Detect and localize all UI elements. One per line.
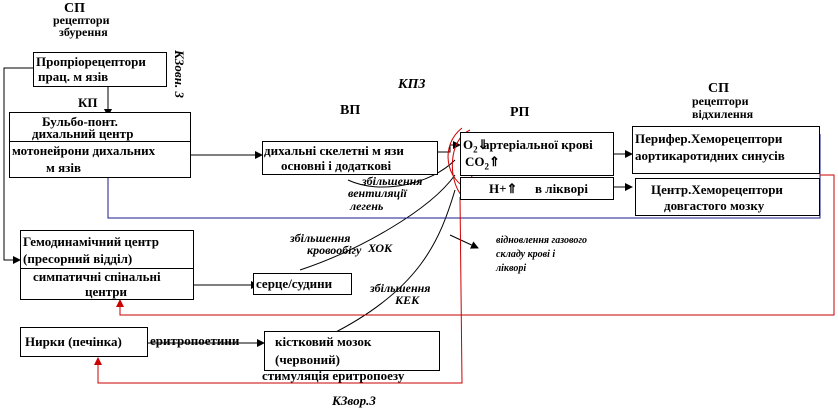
heart-vessels-box: серце/судини (253, 273, 352, 295)
respiratory-muscles-box: дихальні скелетні м язи основні і додатк… (262, 141, 438, 175)
restore-liquor-label: лікворі (496, 263, 527, 274)
peripheral-chemoreceptors-box: Перифер.Хеморецептори аортикаротидних си… (632, 126, 820, 174)
heart-vessels-label: серце/судини (256, 276, 333, 291)
red-label: (червоний) (275, 352, 340, 367)
sp-stretch-disturbance-label: збурення (59, 25, 108, 39)
restore-label: відновлення газового (496, 235, 588, 246)
central-chemoreceptors-box: Центр.Хеморецептори довгастого мозку (635, 178, 820, 216)
kek-label: КЕК (395, 293, 420, 307)
in-liquor-label: в лікворі (535, 181, 588, 196)
bone-marrow-label: кістковий мозок (275, 334, 372, 349)
sp-deviation-deviation-label: відхилення (692, 107, 754, 121)
erythropoiesis-stimulation-label: стимуляція еритропоезу (262, 368, 405, 383)
arrow-up-icon: ⇑ (506, 181, 518, 196)
pressor-label: (пресорний відділ) (23, 251, 133, 266)
arterial-blood-box: O2⇓ артеріальної крові CO2⇑ (460, 132, 614, 176)
respiratory-center-label: дихальний центр (32, 126, 134, 141)
kidneys-label: Нирки (печінка) (25, 334, 122, 349)
bulbo-pontine-center-box: Бульбо-понт. дихальний центр мотонейрони… (9, 112, 191, 178)
hok-label: ХОК (368, 241, 393, 255)
proprioceptors-box: Пропріорецептори прац. м язів (33, 52, 167, 87)
sp-deviation-receptors-label: рецептори (692, 94, 749, 108)
arrow-up-icon: ⇑ (489, 154, 500, 169)
peripheral-chemoreceptors-label: Перифер.Хеморецептори (635, 131, 783, 146)
main-additional-label: основні і додаткові (281, 158, 392, 173)
kpz-label: КПЗ (398, 77, 426, 92)
circulation-label: кровообігу (307, 243, 362, 257)
bone-marrow-box: кістковий мозок (червоний) (264, 331, 440, 371)
kzvor3-label: КЗвор.3 (332, 393, 376, 408)
aortic-carotid-label: аортикаротидних синусів (635, 148, 785, 163)
kp-label: КП (78, 95, 98, 110)
hemodynamic-center-box: Гемодинамічний центр (пресорний відділ) … (20, 230, 194, 300)
rp-label: РП (510, 105, 530, 120)
muscles-label: м язів (46, 160, 81, 175)
increase-ventilation-label: збільшення (362, 174, 423, 188)
ventilation-label: вентиляції (348, 186, 407, 200)
respiratory-muscles-label: дихальні скелетні м язи (264, 143, 404, 158)
hemodynamic-center-label: Гемодинамічний центр (23, 234, 159, 249)
proprioceptors-label: Пропріорецептори (36, 54, 146, 69)
sp-stretch-receptors-label: рецептори (53, 13, 110, 27)
motoneurons-label: мотонейрони дихальних (12, 143, 156, 158)
arterial-blood-label: артеріальної крові (483, 137, 593, 152)
centers-label: центри (85, 284, 128, 299)
bulbo-label: Бульбо-понт. (42, 114, 118, 129)
sympathetic-label: симпатичні спінальні (33, 269, 161, 284)
central-chemoreceptors-label: Центр.Хеморецептори (651, 182, 783, 197)
increase-kek-label: збільшення (370, 281, 431, 295)
o2-label: O2⇓ (463, 137, 489, 155)
arrow-down-icon: ⇓ (477, 137, 489, 152)
medulla-label: довгастого мозку (664, 198, 765, 213)
lungs-label: легень (350, 199, 384, 213)
h-plus-label: H+⇑ (489, 181, 518, 196)
increase-circulation-label: збільшення (290, 231, 351, 245)
sp-stretch-label: СП (64, 1, 85, 16)
kidneys-box: Нирки (печінка) (20, 327, 148, 357)
proprioceptors-muscles-label: прац. м язів (38, 69, 109, 84)
co2-label: CO2⇑ (465, 154, 500, 172)
kzovn3-label: КЗовн. 3 (172, 50, 187, 98)
liquor-box: H+⇑ в лікворі (460, 177, 614, 200)
vp-label: ВП (340, 103, 361, 118)
sp-deviation-label: СП (708, 81, 729, 96)
erythropoietins-label: еритропоетини (150, 333, 240, 348)
restore-blood-label: складу крові і (496, 249, 556, 260)
